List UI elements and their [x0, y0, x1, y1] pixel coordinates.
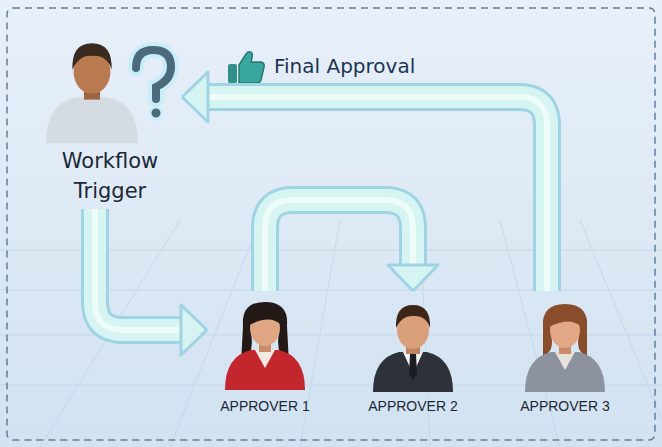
- node-text-block: APPROVER 1: [205, 397, 325, 415]
- person-illustration: [46, 97, 138, 143]
- arrow-outline: [206, 97, 547, 291]
- person-illustration: [396, 305, 430, 328]
- person-illustration: [225, 302, 305, 390]
- arrow-body: [95, 209, 183, 330]
- flow-arrow: [95, 209, 207, 355]
- node-label: APPROVER 1: [205, 397, 325, 415]
- arrow-highlight: [206, 97, 547, 291]
- flow-arrow: [265, 200, 438, 291]
- question-symbol: [136, 50, 171, 99]
- person-illustration: [225, 350, 305, 390]
- flow-arrow: [182, 72, 547, 291]
- person-illustration: [255, 350, 275, 368]
- arrow-head: [388, 265, 438, 291]
- arrow-highlight: [95, 209, 183, 330]
- node-label: Workflow Trigger: [40, 146, 180, 206]
- person-node: Workflow Trigger: [40, 40, 180, 205]
- dashed-border: [7, 8, 655, 440]
- thumbs-up-icon: [228, 52, 264, 83]
- thumbs-up-icon: [239, 52, 264, 83]
- person-node: APPROVER 2: [353, 295, 473, 420]
- node-text-block: Workflow Trigger: [40, 146, 180, 206]
- person-illustration: [46, 43, 138, 143]
- arrow-head: [181, 305, 207, 355]
- person-illustration: [409, 354, 417, 380]
- person-node: APPROVER 1: [205, 295, 325, 420]
- person-illustration: [72, 43, 111, 69]
- arrow-head: [182, 72, 208, 122]
- arrow-body: [206, 97, 547, 291]
- person-illustration: [373, 352, 453, 392]
- arrow-body: [265, 200, 413, 291]
- node-text-block: APPROVER 2: [353, 397, 473, 415]
- question-symbol: [136, 50, 171, 99]
- person-illustration: [543, 304, 587, 356]
- person-illustration: [525, 304, 605, 392]
- node-label: APPROVER 2: [353, 397, 473, 415]
- question-symbol: [150, 107, 162, 119]
- person-illustration: [373, 305, 453, 392]
- person-illustration: [555, 352, 575, 370]
- person-illustration: [549, 309, 581, 327]
- arrow-outline: [95, 209, 183, 330]
- edge-label: Final Approval: [274, 52, 415, 80]
- arrow-highlight: [265, 200, 413, 291]
- question-symbol: [136, 50, 171, 119]
- node-label: APPROVER 3: [505, 397, 625, 415]
- person-node: APPROVER 3: [505, 295, 625, 420]
- thumbs-up-icon: [228, 64, 237, 83]
- node-text-block: APPROVER 3: [505, 397, 625, 415]
- arrow-outline: [265, 200, 413, 291]
- person-illustration: [525, 352, 605, 392]
- person-illustration: [249, 307, 281, 325]
